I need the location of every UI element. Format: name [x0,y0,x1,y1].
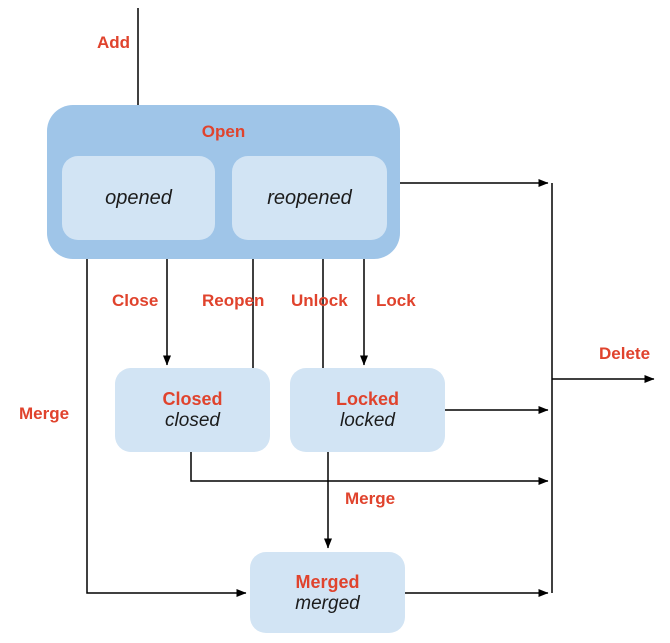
edge-label-lock: Lock [376,291,416,310]
group-open-label: Open [201,122,246,141]
state-closed-title: Closed [162,389,223,409]
state-locked-label: locked [340,410,395,431]
edge-label-unlock: Unlock [291,291,348,310]
edge-label-reopen: Reopen [202,291,265,310]
state-merged-title: Merged [295,571,360,592]
state-merged-label: merged [295,592,360,614]
state-closed: Closed closed [115,368,270,452]
edge-merge-open-to-merged-arrow [86,258,247,597]
state-group-open: Open opened reopened [47,105,400,259]
state-opened-label: opened [105,187,172,209]
state-opened: opened [62,156,215,240]
edge-label-close: Close [112,291,159,310]
edge-label-add: Add [97,33,131,52]
state-reopened-label: reopened [267,187,352,209]
edge-closed-to-collector-arrow [190,452,549,485]
state-locked-title: Locked [335,389,400,409]
edge-label-delete: Delete [599,344,651,363]
state-locked: Locked locked [290,368,445,452]
state-reopened: reopened [232,156,387,240]
edge-label-merge-left: Merge [19,404,70,423]
edge-label-merge-bottom: Merge [345,489,396,508]
state-merged: Merged merged [250,552,405,633]
state-closed-label: closed [165,410,220,431]
